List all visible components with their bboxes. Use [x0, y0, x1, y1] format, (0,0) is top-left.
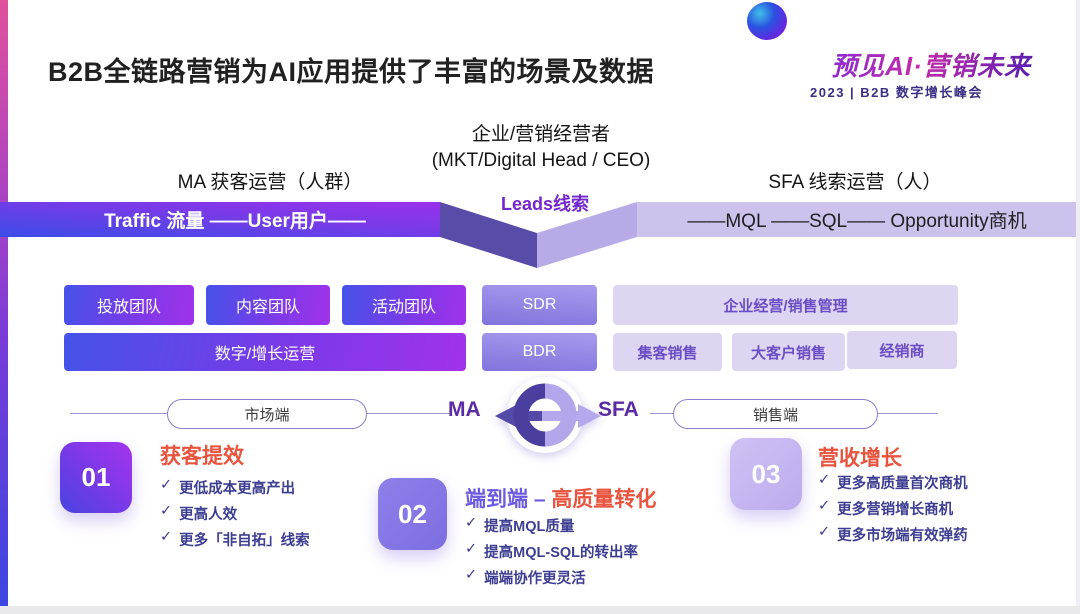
label-sfa-operation: SFA 线索运营（人）	[768, 172, 942, 193]
box-inbound-sales: 集客销售	[613, 333, 722, 371]
list-item: ✓ 更多「非自拓」线索	[160, 529, 310, 550]
box-digital-growth: 数字/增长运营	[64, 333, 466, 371]
funnel-ribbon	[0, 202, 1076, 268]
section-02-badge: 02	[378, 478, 447, 550]
ribbon-fold-dark	[440, 202, 537, 268]
connector-line	[70, 413, 167, 414]
list-item-text: 提高MQL-SQL的转出率	[484, 545, 639, 561]
ribbon-fold-light	[537, 202, 637, 268]
check-icon: ✓	[818, 524, 831, 540]
check-icon: ✓	[818, 498, 831, 514]
section-02-checklist: ✓ 提高MQL质量 ✓ 提高MQL-SQL的转出率 ✓ 端端协作更灵活	[465, 515, 638, 593]
list-item-text: 更高人效	[179, 507, 238, 523]
page-title: B2B全链路营销为AI应用提供了丰富的场景及数据	[48, 57, 655, 87]
check-icon: ✓	[160, 477, 173, 493]
ribbon-leads-label: Leads线索	[500, 194, 590, 214]
list-item: ✓ 提高MQL质量	[465, 515, 638, 536]
section-03-title: 营收增长	[818, 447, 902, 470]
ribbon-mql-sql-opportunity-label: ——MQL ——SQL—— Opportunity商机	[687, 211, 1027, 232]
list-item-text: 更多高质量首次商机	[837, 476, 968, 492]
list-item-text: 更低成本更高产出	[179, 481, 296, 497]
box-dealer: 经销商	[847, 331, 957, 369]
box-sdr: SDR	[482, 285, 597, 325]
market-side-pill: 市场端	[167, 399, 367, 429]
section-01-title: 获客提效	[160, 445, 244, 468]
box-content-team: 内容团队	[206, 285, 330, 325]
box-ad-team: 投放团队	[64, 285, 194, 325]
list-item-text: 端端协作更灵活	[484, 571, 586, 587]
list-item: ✓ 更多高质量首次商机	[818, 472, 968, 493]
check-icon: ✓	[818, 472, 831, 488]
connector-line	[878, 413, 938, 414]
section-02-title-accent: 高质量转化	[551, 488, 657, 511]
left-accent-strip	[0, 0, 8, 606]
ribbon-left-bar	[0, 202, 440, 237]
label-ma-operation: MA 获客运营（人群）	[177, 172, 363, 193]
connector-line	[650, 413, 673, 414]
list-item: ✓ 更多市场端有效弹药	[818, 524, 968, 545]
list-item: ✓ 端端协作更灵活	[465, 567, 638, 588]
check-icon: ✓	[160, 503, 173, 519]
box-sales-management: 企业经营/销售管理	[613, 285, 958, 325]
list-item: ✓ 更低成本更高产出	[160, 477, 310, 498]
box-key-account-sales: 大客户销售	[732, 333, 845, 371]
list-item-text: 更多「非自拓」线索	[179, 533, 310, 549]
section-01-checklist: ✓ 更低成本更高产出 ✓ 更高人效 ✓ 更多「非自拓」线索	[160, 477, 310, 555]
list-item-text: 更多营销增长商机	[837, 502, 954, 518]
section-01-badge: 01	[60, 442, 132, 513]
ribbon-right-bar	[637, 202, 1076, 237]
bottom-edge	[0, 606, 1080, 614]
ma-label: MA	[448, 398, 481, 421]
right-edge	[1076, 0, 1080, 606]
box-bdr: BDR	[482, 333, 597, 371]
check-icon: ✓	[465, 567, 478, 583]
list-item: ✓ 提高MQL-SQL的转出率	[465, 541, 638, 562]
section-03-badge: 03	[730, 438, 802, 510]
label-business-owner-line1: 企业/营销经营者	[471, 124, 611, 145]
box-event-team: 活动团队	[342, 285, 466, 325]
ma-sfa-loop-icon	[495, 377, 601, 453]
list-item: ✓ 更高人效	[160, 503, 310, 524]
sfa-label: SFA	[598, 398, 639, 421]
gradient-sphere-icon	[747, 2, 787, 40]
sales-side-pill: 销售端	[673, 399, 878, 429]
section-02-title: 端到端 – 高质量转化	[465, 483, 656, 513]
event-logo-subtitle: 2023 | B2B 数字增长峰会	[810, 85, 983, 100]
event-logo: 预见AI·营销未来	[806, 46, 1056, 83]
list-item: ✓ 更多营销增长商机	[818, 498, 968, 519]
label-business-owner: 企业/营销经营者 (MKT/Digital Head / CEO)	[391, 122, 691, 174]
list-item-text: 更多市场端有效弹药	[837, 528, 968, 544]
ribbon-traffic-user-label: Traffic 流量 ——User用户——	[104, 211, 366, 232]
list-item-text: 提高MQL质量	[484, 519, 575, 535]
check-icon: ✓	[465, 515, 478, 531]
label-business-owner-line2: (MKT/Digital Head / CEO)	[431, 150, 651, 171]
section-02-title-prefix: 端到端 –	[465, 488, 552, 511]
section-03-checklist: ✓ 更多高质量首次商机 ✓ 更多营销增长商机 ✓ 更多市场端有效弹药	[818, 472, 968, 550]
check-icon: ✓	[465, 541, 478, 557]
connector-line	[367, 413, 449, 414]
check-icon: ✓	[160, 529, 173, 545]
